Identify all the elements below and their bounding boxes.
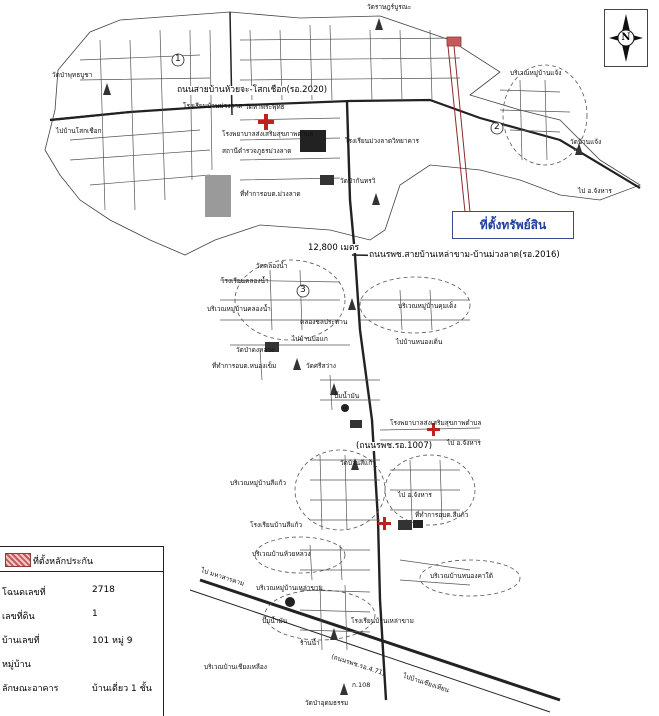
to-jangwat2-label: ไป อ.จังหาร bbox=[447, 439, 481, 447]
place-label: โรงเรียนคลองน้ำ bbox=[221, 277, 269, 285]
field-area bbox=[205, 175, 231, 217]
marker-1 bbox=[171, 53, 185, 67]
place-label: ก.108 bbox=[352, 681, 371, 689]
legend-key: เลขที่ดิน bbox=[2, 612, 35, 622]
place-label: โรงพยาบาลส่งเสริมสุขภาพตำบล bbox=[390, 419, 482, 427]
place-label: ปั๊มน้ำมัน bbox=[262, 617, 288, 625]
property-marker bbox=[446, 36, 471, 213]
legend-value: 101 หมู่ 9 bbox=[92, 636, 133, 646]
place-label: บริเวณบ้านเชียงเหลือง bbox=[204, 663, 267, 671]
landmark-symbols bbox=[103, 18, 583, 695]
place-label: บริเวณหมู่บ้านคลองน้ำ bbox=[207, 305, 271, 313]
place-label: ร้านน้ำ bbox=[300, 639, 320, 647]
place-label: ปั๊มน้ำมัน bbox=[334, 392, 360, 400]
road-label-1007: (ถนนรพช.รอ.1007) bbox=[355, 441, 434, 452]
to-ban-mai-label: ไปบ้านบ่อแก bbox=[292, 335, 328, 343]
place-label: บริเวณบ้านหนองคาใต้ bbox=[430, 572, 493, 580]
map-base bbox=[44, 11, 641, 256]
road-label-2016: ถนนรพช.สายบ้านเหล่าขาม-บ้านม่วงลาด(รอ.20… bbox=[368, 250, 561, 261]
place-label: บริเวณบ้านห้วยหลวง bbox=[252, 550, 311, 558]
place-label: วัดท่าพระพุทธ bbox=[245, 103, 285, 111]
legend-key: ลักษณะอาคาร bbox=[2, 684, 59, 694]
place-label: บริเวณหมู่บ้านเหล่าขาม bbox=[256, 584, 323, 592]
place-label: บริเวณหมู่บ้านคุมเด็ง bbox=[398, 302, 457, 310]
to-nong-hi-label: ไปบ้านหนองเดิ่น bbox=[396, 338, 443, 346]
place-label: ที่ทำการอบต.หนองเข็ม bbox=[212, 362, 277, 370]
legend-key: หมู่บ้าน bbox=[2, 660, 31, 670]
place-label: วัดบ้านแจ้ง bbox=[570, 138, 602, 146]
legend-key: โฉนดเลขที่ bbox=[2, 588, 46, 598]
place-label: คลองชลประทาน bbox=[300, 318, 348, 326]
place-label: โรงเรียนบ้านสีแก้ว bbox=[250, 521, 303, 529]
marker-2-label: 2 bbox=[494, 122, 500, 132]
place-label: วัดป่าอุดมธรรม bbox=[305, 699, 349, 707]
place-label: วัดคลองน้ำ bbox=[256, 262, 288, 270]
place-label: บริเวณหมู่บ้านสีแก้ว bbox=[230, 479, 287, 487]
place-label: วัดป่าพุทธบูชา bbox=[52, 71, 93, 79]
place-label: โรงเรียนม่วงลาดวิทยาคาร bbox=[345, 137, 419, 145]
compass-icon bbox=[609, 14, 643, 62]
to-lai-sok-label: ไปบ้านโสกเชือก bbox=[56, 127, 102, 135]
place-label: วัดป่าดงหลวง bbox=[236, 346, 275, 354]
place-label: บริเวณหมู่บ้านแจ้ง bbox=[510, 69, 562, 77]
place-label: วัดบ้านสีแก้ว bbox=[340, 459, 376, 467]
to-jangwat3-label: ไป อ.จังหาร bbox=[398, 491, 432, 499]
place-label: สถานีตำรวจภูธรม่วงลาด bbox=[222, 147, 292, 155]
place-label: วัดศรีสว่าง bbox=[306, 362, 336, 370]
legend-value: บ้านเดี่ยว 1 ชั้น bbox=[92, 684, 152, 694]
place-label: โรงเรียนบ้านเหล่าขาม bbox=[351, 617, 414, 625]
north-arrow: N bbox=[604, 9, 648, 67]
gas-station-symbols bbox=[285, 404, 349, 607]
road-label-2020: ถนนสายบ้านห้วยจะ-โสกเชือก(รอ.2020) bbox=[176, 85, 329, 96]
north-label: N bbox=[621, 32, 631, 43]
legend-title: ที่ตั้งหลักประกัน bbox=[33, 557, 94, 567]
property-location-callout: ที่ตั้งทรัพย์สิน bbox=[452, 211, 574, 239]
place-label: ที่ทำการอบต.ม่วงลาด bbox=[240, 190, 301, 198]
legend-value: 1 bbox=[92, 609, 98, 619]
numbered-markers bbox=[171, 53, 504, 298]
village-areas bbox=[234, 64, 588, 641]
distance-label: 12,800 เมตร bbox=[307, 243, 361, 254]
legend-value: 2718 bbox=[92, 585, 115, 595]
marker-3 bbox=[296, 284, 310, 298]
place-label: โรงเรียนบ้านม่วงลาด bbox=[183, 102, 243, 110]
marker-1-label: 1 bbox=[175, 54, 181, 64]
place-label: วัดป่ากันทรวิ bbox=[340, 177, 376, 185]
marker-2 bbox=[490, 121, 504, 135]
legend-key: บ้านเลขที่ bbox=[2, 636, 40, 646]
marker-3-label: 3 bbox=[300, 285, 306, 295]
legend-hatch-swatch bbox=[5, 553, 31, 567]
hospital-symbols bbox=[258, 114, 440, 530]
place-label: ที่ทำการอบต.สีแก้ว bbox=[415, 511, 469, 519]
place-label: โรงพยาบาลส่งเสริมสุขภาพตำบล bbox=[222, 130, 314, 138]
legend-panel: ที่ตั้งหลักประกัน โฉนดเลขที่ 2718 เลขที่… bbox=[0, 546, 164, 716]
to-jangwat-label: ไป อ.จังหาร bbox=[578, 187, 612, 195]
place-label: วัดราษฎร์บูรณะ bbox=[367, 3, 412, 11]
